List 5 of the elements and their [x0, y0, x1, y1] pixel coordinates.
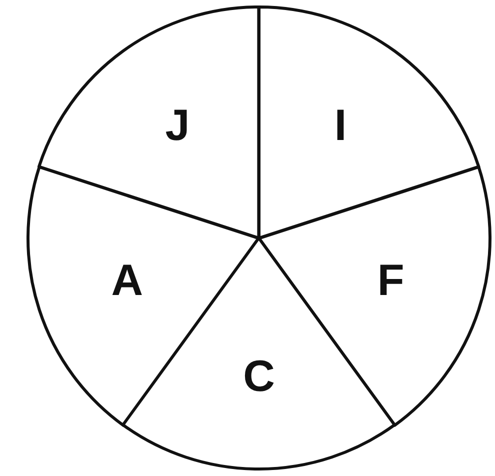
sector-label: J [165, 104, 190, 148]
sector-label: F [377, 258, 404, 303]
sector-label: C [243, 354, 275, 399]
sector-label: I [334, 104, 347, 148]
sector-label: A [111, 258, 144, 303]
